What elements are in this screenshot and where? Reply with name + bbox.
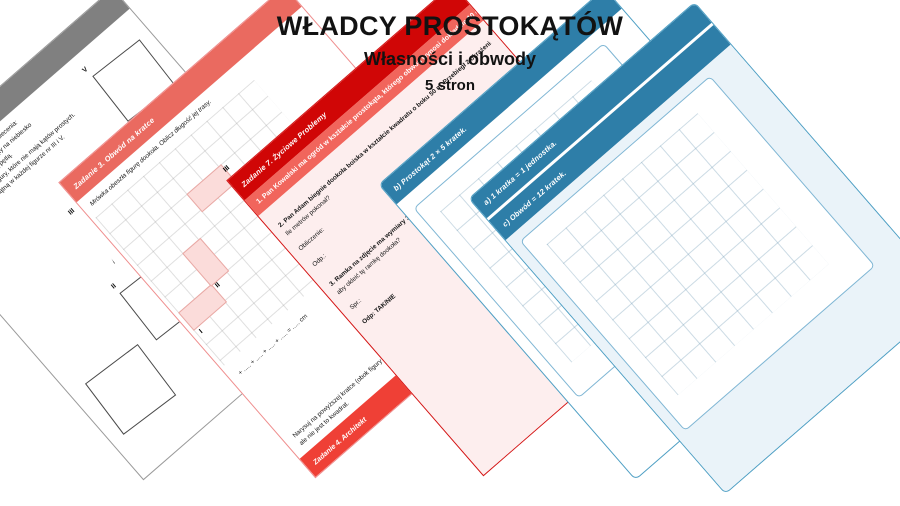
figure-shape-1	[84, 344, 177, 435]
figure-label-3: III	[67, 207, 77, 217]
figure-label-2: II	[110, 282, 118, 291]
